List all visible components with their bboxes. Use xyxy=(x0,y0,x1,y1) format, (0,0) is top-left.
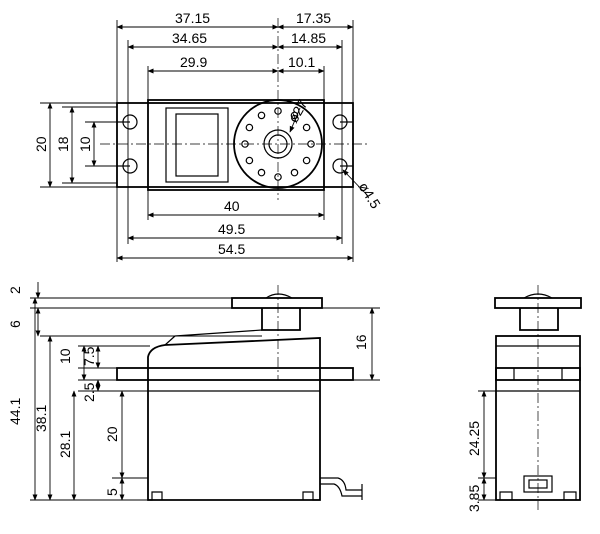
horn-hole xyxy=(290,168,299,177)
dim-14-85: 14.85 xyxy=(291,30,326,46)
dim-h-20: 20 xyxy=(33,136,49,152)
top-label-window xyxy=(165,107,229,183)
top-horn-holes xyxy=(241,107,315,181)
side-body xyxy=(147,337,321,501)
top-flange xyxy=(116,102,354,188)
dim-side-44-1: 44.1 xyxy=(7,398,23,425)
dim-side-10: 10 xyxy=(57,348,73,364)
top-view: 37.15 17.35 34.65 14.85 29.9 10.1 40 49.… xyxy=(33,10,384,262)
dim-29-9: 29.9 xyxy=(180,54,207,70)
dim-side-28-1: 28.1 xyxy=(57,431,73,458)
horn-hole xyxy=(257,111,266,120)
dim-side-5: 5 xyxy=(104,488,120,496)
end-view: 24.25 3.85 xyxy=(466,285,582,512)
dim-54-5: 54.5 xyxy=(218,241,245,257)
dim-40: 40 xyxy=(224,198,240,214)
dim-side-2: 2 xyxy=(7,286,23,294)
dim-10-1: 10.1 xyxy=(288,54,315,70)
dim-side-20: 20 xyxy=(104,426,120,442)
dim-side-38-1: 38.1 xyxy=(33,405,49,432)
side-horn xyxy=(231,297,323,309)
dim-side-16: 16 xyxy=(353,334,369,350)
horn-hole xyxy=(257,168,266,177)
dim-h-10: 10 xyxy=(77,136,93,152)
horn-hole xyxy=(290,111,299,120)
dim-34-65: 34.65 xyxy=(172,30,207,46)
dim-dia-4-5: ø4.5 xyxy=(355,179,384,211)
horn-hole xyxy=(245,156,254,165)
side-flange xyxy=(116,367,354,381)
dim-end-24-25: 24.25 xyxy=(466,421,482,456)
dim-49-5: 49.5 xyxy=(218,221,245,237)
horn-hole xyxy=(302,123,311,132)
dim-end-3-85: 3.85 xyxy=(466,485,482,512)
horn-hole xyxy=(245,123,254,132)
dim-17-35: 17.35 xyxy=(296,10,331,26)
horn-hole xyxy=(302,156,311,165)
side-view: 2 6 44.1 38.1 28.1 10 7.5 2.5 20 5 16 xyxy=(7,282,380,501)
dim-side-6: 6 xyxy=(7,320,23,328)
dim-37-15: 37.15 xyxy=(175,10,210,26)
dim-side-7-5: 7.5 xyxy=(81,346,97,366)
dim-h-18: 18 xyxy=(55,136,71,152)
dim-side-2-5: 2.5 xyxy=(81,382,97,402)
